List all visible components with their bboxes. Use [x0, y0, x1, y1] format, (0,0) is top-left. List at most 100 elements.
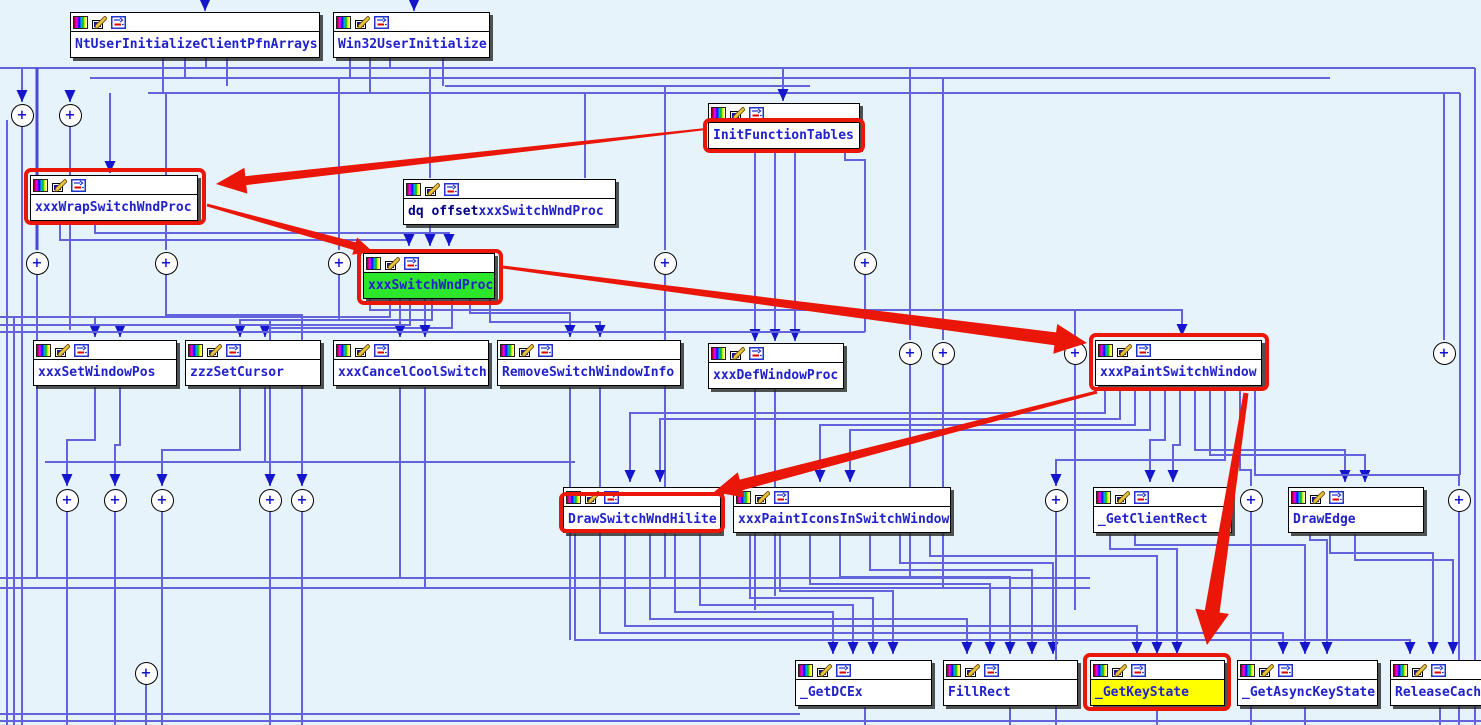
- expand-node-button[interactable]: +: [931, 341, 955, 365]
- colors-icon[interactable]: [33, 179, 48, 192]
- edit-icon[interactable]: [1412, 663, 1428, 677]
- edit-icon[interactable]: [965, 663, 981, 677]
- function-node-RemoveSwitchWindowInfo[interactable]: RemoveSwitchWindowInfo: [497, 340, 681, 386]
- xref-icon[interactable]: [374, 16, 389, 29]
- edit-icon[interactable]: [92, 15, 108, 29]
- xref-icon[interactable]: [984, 664, 999, 677]
- edit-icon[interactable]: [425, 182, 441, 196]
- colors-icon[interactable]: [336, 16, 351, 29]
- expand-node-button[interactable]: +: [898, 341, 922, 365]
- function-node-dq_offset_xxxSwitchWndProc[interactable]: dq offset xxxSwitchWndProc: [403, 179, 616, 225]
- colors-icon[interactable]: [73, 16, 88, 29]
- xref-icon[interactable]: [1278, 664, 1293, 677]
- expand-node-button[interactable]: +: [103, 488, 127, 512]
- function-node-xxxSwitchWndProc[interactable]: xxxSwitchWndProc: [363, 253, 495, 299]
- edit-icon[interactable]: [730, 346, 746, 360]
- expand-node-button[interactable]: +: [58, 103, 82, 127]
- expand-node-button[interactable]: +: [1447, 488, 1471, 512]
- colors-icon[interactable]: [188, 344, 203, 357]
- expand-node-button[interactable]: +: [10, 103, 34, 127]
- edit-icon[interactable]: [519, 343, 535, 357]
- function-node-Win32UserInitialize[interactable]: Win32UserInitialize: [333, 12, 490, 58]
- function-node-xxxDefWindowProc[interactable]: xxxDefWindowProc: [708, 343, 844, 389]
- xref-icon[interactable]: [774, 491, 789, 504]
- xref-icon[interactable]: [836, 664, 851, 677]
- xref-icon[interactable]: [226, 344, 241, 357]
- edit-icon[interactable]: [355, 15, 371, 29]
- xref-icon[interactable]: [749, 107, 764, 120]
- function-node-_GetClientRect[interactable]: _GetClientRect: [1093, 487, 1232, 533]
- expand-node-button[interactable]: +: [853, 251, 877, 275]
- expand-node-button[interactable]: +: [150, 488, 174, 512]
- xref-icon[interactable]: [374, 344, 389, 357]
- colors-icon[interactable]: [500, 344, 515, 357]
- expand-node-button[interactable]: +: [25, 251, 49, 275]
- xref-icon[interactable]: [1329, 491, 1344, 504]
- edit-icon[interactable]: [585, 490, 601, 504]
- function-node-_GetKeyState[interactable]: _GetKeyState: [1090, 660, 1225, 706]
- xref-icon[interactable]: [1431, 664, 1446, 677]
- function-node-FillRect[interactable]: FillRect: [943, 660, 1078, 706]
- colors-icon[interactable]: [1291, 491, 1306, 504]
- edit-icon[interactable]: [1259, 663, 1275, 677]
- colors-icon[interactable]: [566, 491, 581, 504]
- edit-icon[interactable]: [1117, 343, 1133, 357]
- colors-icon[interactable]: [1096, 491, 1111, 504]
- function-node-xxxCancelCoolSwitch[interactable]: xxxCancelCoolSwitch: [333, 340, 489, 386]
- edit-icon[interactable]: [1112, 663, 1128, 677]
- function-node-xxxSetWindowPos[interactable]: xxxSetWindowPos: [33, 340, 177, 386]
- function-node-DrawSwitchWndHilite[interactable]: DrawSwitchWndHilite: [563, 487, 721, 533]
- expand-node-button[interactable]: +: [327, 251, 351, 275]
- expand-node-button[interactable]: +: [55, 488, 79, 512]
- xref-icon[interactable]: [1134, 491, 1149, 504]
- colors-icon[interactable]: [1393, 664, 1408, 677]
- xref-icon[interactable]: [74, 344, 89, 357]
- expand-node-button[interactable]: +: [134, 661, 158, 685]
- expand-node-button[interactable]: +: [154, 251, 178, 275]
- edit-icon[interactable]: [817, 663, 833, 677]
- colors-icon[interactable]: [1240, 664, 1255, 677]
- colors-icon[interactable]: [711, 347, 726, 360]
- colors-icon[interactable]: [946, 664, 961, 677]
- xref-icon[interactable]: [444, 183, 459, 196]
- expand-node-button[interactable]: +: [653, 251, 677, 275]
- expand-node-button[interactable]: +: [1044, 488, 1068, 512]
- colors-icon[interactable]: [1098, 344, 1113, 357]
- colors-icon[interactable]: [406, 183, 421, 196]
- colors-icon[interactable]: [336, 344, 351, 357]
- function-node-NtUserInitializeClientPfnArrays[interactable]: NtUserInitializeClientPfnArrays: [70, 12, 320, 58]
- edit-icon[interactable]: [1115, 490, 1131, 504]
- xref-icon[interactable]: [538, 344, 553, 357]
- function-node-xxxPaintIconsInSwitchWindow[interactable]: xxxPaintIconsInSwitchWindow: [733, 487, 951, 533]
- edit-icon[interactable]: [1310, 490, 1326, 504]
- edit-icon[interactable]: [755, 490, 771, 504]
- colors-icon[interactable]: [36, 344, 51, 357]
- xref-icon[interactable]: [404, 257, 419, 270]
- expand-node-button[interactable]: +: [1063, 341, 1087, 365]
- xref-icon[interactable]: [1131, 664, 1146, 677]
- edit-icon[interactable]: [355, 343, 371, 357]
- colors-icon[interactable]: [711, 107, 726, 120]
- colors-icon[interactable]: [366, 257, 381, 270]
- xref-icon[interactable]: [111, 16, 126, 29]
- function-node-_GetDCEx[interactable]: _GetDCEx: [795, 660, 932, 706]
- function-node-_GetAsyncKeyState[interactable]: _GetAsyncKeyState: [1237, 660, 1378, 706]
- edit-icon[interactable]: [55, 343, 71, 357]
- colors-icon[interactable]: [736, 491, 751, 504]
- function-node-zzzSetCursor[interactable]: zzzSetCursor: [185, 340, 321, 386]
- edit-icon[interactable]: [385, 256, 401, 270]
- function-node-ReleaseCache[interactable]: ReleaseCache: [1390, 660, 1481, 706]
- edit-icon[interactable]: [52, 178, 68, 192]
- colors-icon[interactable]: [798, 664, 813, 677]
- colors-icon[interactable]: [1093, 664, 1108, 677]
- expand-node-button[interactable]: +: [1239, 488, 1263, 512]
- xref-icon[interactable]: [1136, 344, 1151, 357]
- expand-node-button[interactable]: +: [1432, 341, 1456, 365]
- xref-icon[interactable]: [604, 491, 619, 504]
- edit-icon[interactable]: [207, 343, 223, 357]
- expand-node-button[interactable]: +: [290, 488, 314, 512]
- function-node-xxxPaintSwitchWindow[interactable]: xxxPaintSwitchWindow: [1095, 340, 1262, 386]
- edit-icon[interactable]: [730, 106, 746, 120]
- expand-node-button[interactable]: +: [258, 488, 282, 512]
